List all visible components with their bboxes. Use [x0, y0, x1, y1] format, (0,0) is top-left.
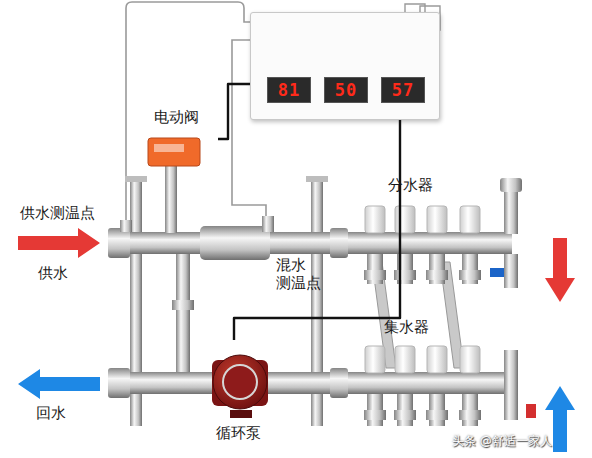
- valve-node: 电动阀: [138, 108, 218, 170]
- led-readout: 81: [267, 77, 311, 103]
- supply-arrow: [18, 228, 100, 258]
- temp-sensor: [120, 220, 132, 232]
- sensor-label: 供水测温点: [20, 204, 95, 222]
- pump-motor: [213, 355, 267, 409]
- valve-stem: [165, 165, 177, 233]
- valve-actuator: [148, 138, 200, 166]
- temp-sensor: [262, 216, 274, 232]
- valve-brand-plate: [154, 144, 184, 152]
- pump-node: 循环泵: [196, 340, 288, 452]
- flow-label: 回水: [36, 404, 66, 422]
- mount-bracket: [125, 176, 147, 182]
- part-label: 集水器: [384, 318, 429, 336]
- drain-valve: [504, 350, 518, 420]
- controller-box: 81 50 57: [250, 12, 440, 120]
- pipe-nut: [330, 228, 348, 258]
- bypass-pipe: [176, 252, 190, 374]
- collector-ports: [364, 346, 481, 426]
- drain-handle: [490, 268, 504, 277]
- watermark: 头条 @舒适一家人: [452, 432, 552, 450]
- pump-plate: [230, 410, 252, 418]
- air-vent: [500, 178, 522, 192]
- led-readout: 50: [324, 77, 368, 103]
- flow-out-arrow: [545, 238, 575, 302]
- control-cable: [218, 84, 250, 139]
- drain-valve: [504, 254, 518, 288]
- led-readout: 57: [381, 77, 425, 103]
- part-label: 分水器: [388, 176, 433, 194]
- part-name: 循环泵: [216, 424, 261, 442]
- part-name: 电动阀: [154, 108, 199, 126]
- pump-cap: [223, 365, 257, 399]
- mixing-body: [200, 226, 270, 260]
- pipe-nut: [330, 368, 348, 398]
- supply-pipe: [112, 232, 512, 254]
- air-vent: [504, 188, 518, 234]
- mount-bracket: [306, 176, 328, 182]
- pipe-nut: [172, 300, 194, 310]
- distributor-ports: [364, 206, 481, 284]
- drain-handle: [526, 404, 536, 418]
- return-arrow: [18, 369, 100, 399]
- flow-label: 供水: [38, 264, 68, 282]
- pipe-nut: [108, 368, 130, 398]
- return-pipe: [112, 372, 512, 394]
- pipe-nut: [108, 228, 130, 258]
- sensor-label: 混水 测温点: [276, 256, 324, 292]
- control-cable: [234, 120, 400, 340]
